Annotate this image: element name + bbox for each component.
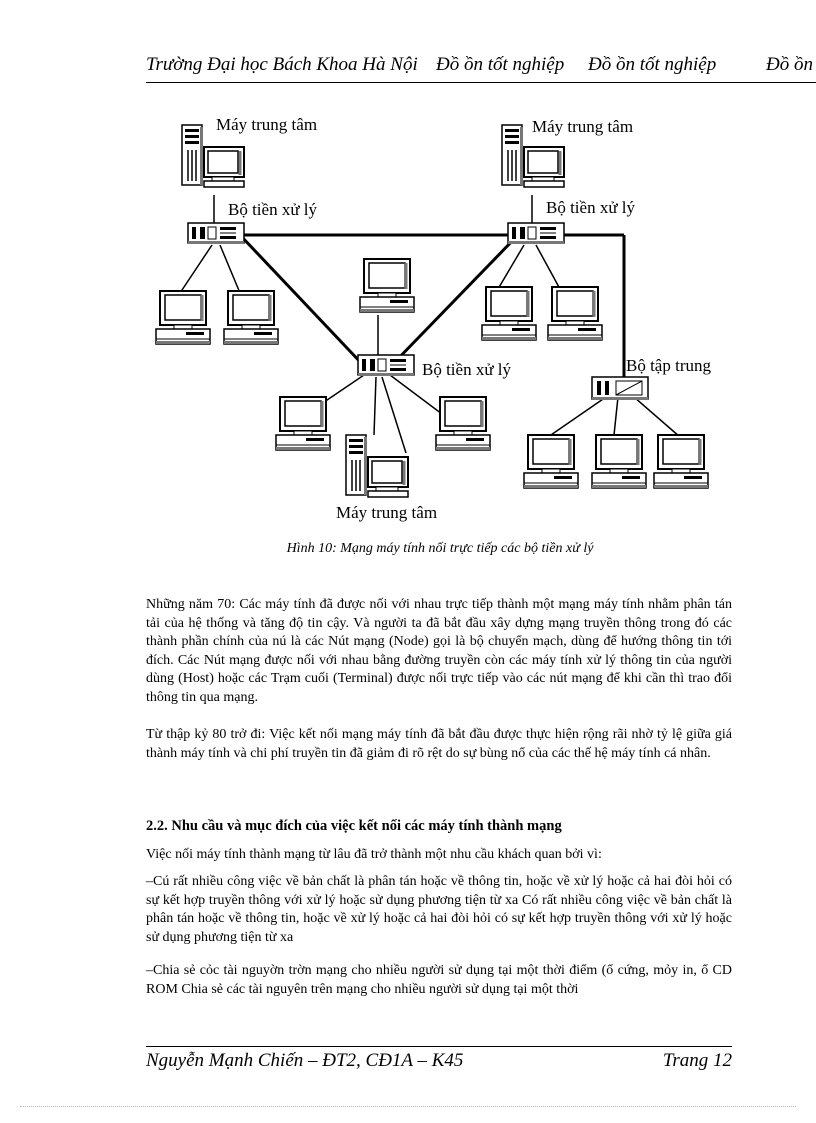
label-host-top-left: Máy trung tâm [216,115,317,134]
pc-conc-1-icon [522,433,580,490]
figure-caption: Hình 10: Mạng máy tính nối trực tiếp các… [286,541,594,556]
label-fep-right: Bộ tiền xử lý [546,198,636,217]
footer-page-number: Trang 12 [662,1050,732,1071]
header-school: Trường Đại học Bách Khoa Hà Nội [146,54,418,75]
pc-center-top-icon [358,257,416,314]
header-item-4: Đồ ồn [766,54,813,75]
fep-center-icon [357,354,415,377]
fep-right-icon [507,222,565,245]
network-links [179,195,681,454]
concentrator-icon [591,376,649,400]
pc-right-2-icon [546,285,604,342]
label-concentrator: Bộ tập trung [626,356,711,375]
pc-right-1-icon [480,285,538,342]
pc-left-1-icon [154,289,212,346]
paragraph-2: Từ thập kỷ 80 trở đi: Việc kết nối mạng … [146,727,732,761]
paragraph-5: –Chia sẻ cỏc tài nguyờn trờn mạng cho nh… [146,963,732,997]
header-item-2: Đồ ồn tốt nghiệp [436,54,565,75]
label-host-top-right: Máy trung tâm [532,117,633,136]
label-host-bottom: Máy trung tâm [336,503,437,522]
page-bottom-divider [20,1106,796,1107]
pc-conc-3-icon [652,433,710,490]
paragraph-1: Những năm 70: Các máy tính đã được nối v… [146,597,732,705]
paragraph-3: Việc nối máy tính thành mạng từ lâu đã t… [146,847,602,862]
pc-conc-2-icon [590,433,648,490]
network-diagram: Máy trung tâm Máy trung tâm Bộ tiền xử l… [150,105,750,535]
pc-left-2-icon [222,289,280,346]
footer-rule [146,1046,732,1047]
page-header: Trường Đại học Bách Khoa Hà Nội Đồ ồn tố… [146,54,816,80]
host-top-left-icon [180,123,246,189]
header-item-3: Đồ ồn tốt nghiệp [588,54,717,75]
fep-left-icon [187,222,245,245]
page-footer: Nguyễn Mạnh Chiến – ĐT2, CĐ1A – K45 Tran… [146,1050,732,1072]
header-rule [146,82,816,83]
label-fep-left: Bộ tiền xử lý [228,200,318,219]
pc-center-left-icon [274,395,332,452]
paragraph-4: –Cú rất nhiều công việc về bản chất là p… [146,874,732,945]
pc-center-right-icon [434,395,492,452]
label-fep-center: Bộ tiền xử lý [422,360,512,379]
footer-author: Nguyễn Mạnh Chiến – ĐT2, CĐ1A – K45 [146,1050,464,1071]
host-bottom-icon [344,433,410,499]
section-title: 2.2. Nhu cầu và mục đích của việc kết nố… [146,818,562,834]
